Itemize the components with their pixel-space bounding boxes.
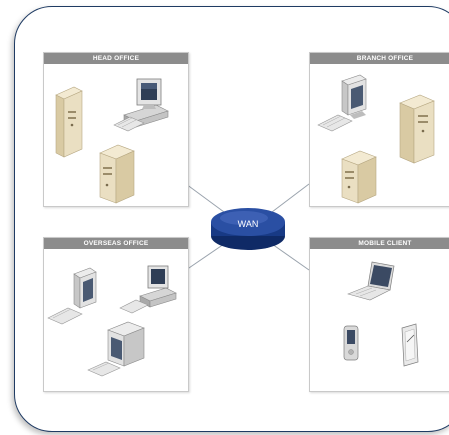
line-overseas-office bbox=[185, 243, 225, 271]
mobile-client-devices bbox=[343, 261, 419, 367]
laptop-icon bbox=[347, 261, 395, 301]
desktop-computer-icon bbox=[139, 265, 177, 308]
line-head-office bbox=[185, 183, 225, 213]
server-tower-icon bbox=[341, 150, 377, 204]
tablet-icon bbox=[401, 323, 419, 367]
overseas-office-devices bbox=[47, 265, 177, 377]
crt-monitor-icon bbox=[341, 74, 367, 119]
wan-label: WAN bbox=[237, 219, 259, 229]
head-office-devices bbox=[55, 78, 169, 204]
panel-title-overseas-office: OVERSEAS OFFICE bbox=[44, 238, 188, 249]
keyboard-icon bbox=[119, 299, 149, 314]
server-tower-icon bbox=[99, 144, 135, 204]
crt-monitor-icon bbox=[107, 321, 145, 367]
panel-branch-office: BRANCH OFFICE bbox=[309, 52, 449, 207]
panel-title-head-office: HEAD OFFICE bbox=[44, 53, 188, 64]
pda-icon bbox=[343, 325, 359, 361]
line-mobile-client bbox=[271, 243, 310, 271]
keyboard-icon bbox=[47, 307, 83, 325]
crt-monitor-icon bbox=[73, 267, 97, 309]
branch-office-devices bbox=[317, 74, 435, 204]
panel-head-office: HEAD OFFICE bbox=[43, 52, 189, 207]
panel-title-branch-office: BRANCH OFFICE bbox=[310, 53, 449, 64]
line-branch-office bbox=[271, 183, 310, 213]
wan-cloud-icon bbox=[211, 208, 285, 250]
keyboard-icon bbox=[113, 116, 145, 132]
panel-title-mobile-client: MOBILE CLIENT bbox=[310, 238, 449, 249]
keyboard-icon bbox=[87, 361, 121, 377]
panel-mobile-client: MOBILE CLIENT bbox=[309, 237, 449, 392]
server-tower-icon bbox=[55, 86, 83, 158]
server-tower-icon bbox=[399, 94, 435, 164]
keyboard-icon bbox=[317, 114, 353, 132]
panel-overseas-office: OVERSEAS OFFICE bbox=[43, 237, 189, 392]
